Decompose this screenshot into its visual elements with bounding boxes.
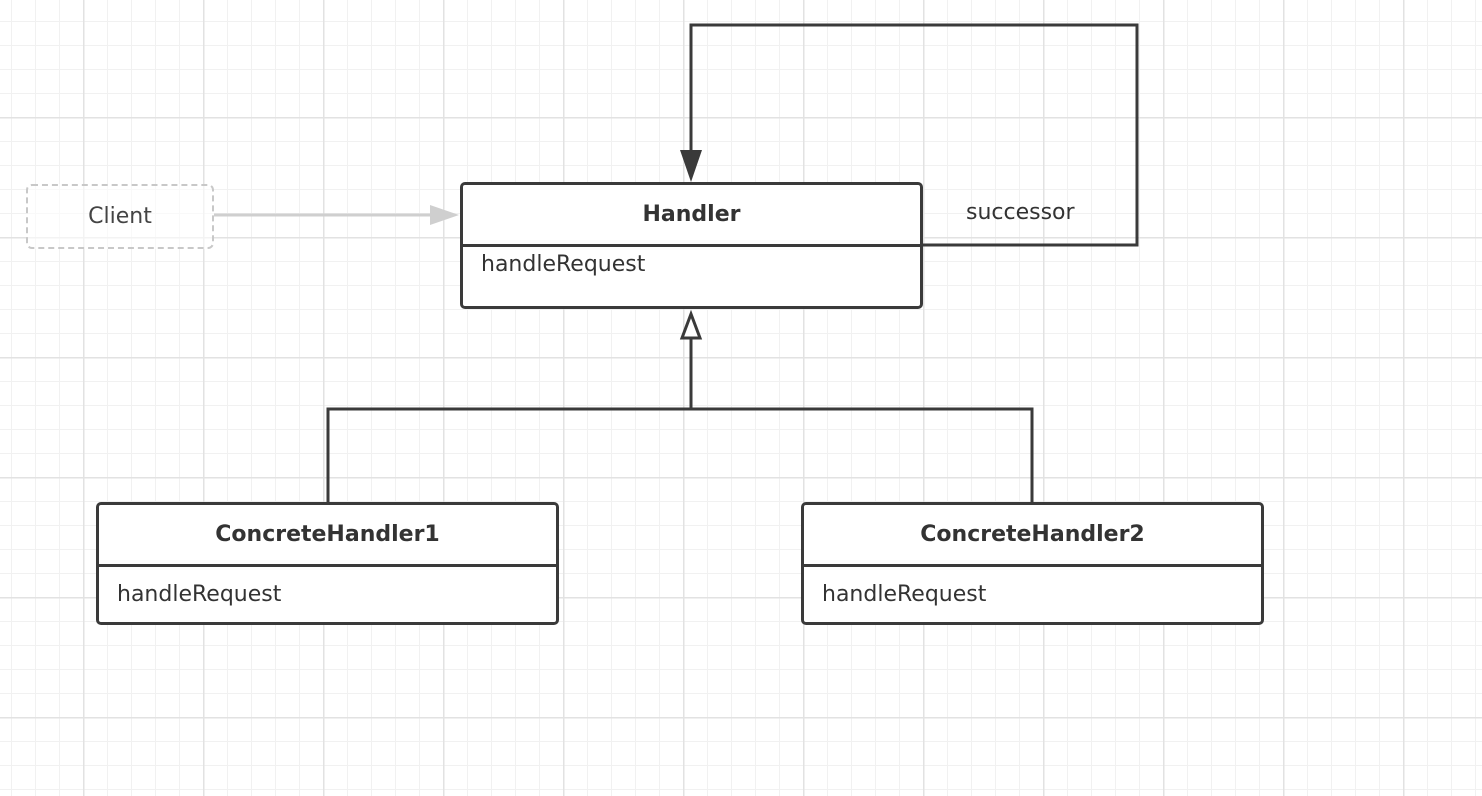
successor-loop-line [689, 23, 1139, 247]
concrete-handler-1-method: handleRequest [117, 582, 282, 607]
concrete-handler-1-class-name: ConcreteHandler1 [99, 505, 556, 567]
handler-class-name: Handler [463, 185, 920, 247]
client-node[interactable]: Client [26, 184, 214, 249]
concrete-handler-2-class[interactable]: ConcreteHandler2 handleRequest [801, 502, 1264, 625]
concrete-handler-1-class[interactable]: ConcreteHandler1 handleRequest [96, 502, 559, 625]
successor-label: successor [966, 200, 1075, 225]
concrete-handler-2-method: handleRequest [822, 582, 987, 607]
generalization-branch-line [326, 407, 1034, 502]
handler-class[interactable]: Handler handleRequest [460, 182, 923, 309]
generalization-arrowhead [679, 309, 703, 340]
concrete-handler-2-class-name: ConcreteHandler2 [804, 505, 1261, 567]
successor-arrowhead [680, 150, 702, 182]
client-handler-arrowhead [430, 205, 459, 225]
handler-method: handleRequest [481, 252, 646, 277]
